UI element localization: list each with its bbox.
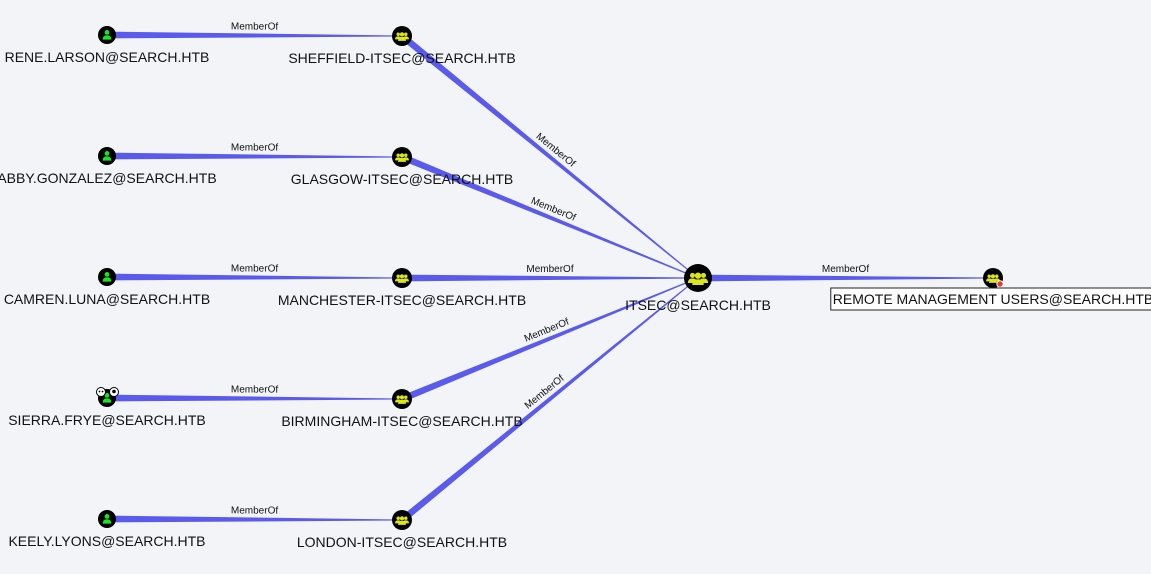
edge-sheffield-itsec-search-htb-to-itsec-search-htb[interactable] [399,33,699,279]
edge-label: MemberOf [231,142,278,153]
edge-rene-larson-search-htb-to-sheffield-itsec-search-htb[interactable] [106,31,403,39]
edge-layer [106,31,993,523]
node-label: ITSEC@SEARCH.HTB [625,297,771,313]
node-label: RENE.LARSON@SEARCH.HTB [5,49,210,65]
node-label: ABBY.GONZALEZ@SEARCH.HTB [0,170,217,186]
selected-label-box [830,287,1151,311]
edge-keely-lyons-search-htb-to-london-itsec-search-htb[interactable] [106,515,403,523]
node-label: LONDON-ITSEC@SEARCH.HTB [297,534,507,550]
edge-label: MemberOf [231,263,278,274]
edge-label: MemberOf [231,21,278,32]
edge-label: MemberOf [822,264,869,275]
user-node-rene-larson-search-htb[interactable] [98,26,116,44]
group-node-sheffield-itsec-search-htb[interactable] [392,26,412,46]
node-label: SHEFFIELD-ITSEC@SEARCH.HTB [288,50,515,66]
node-layer [96,26,1004,530]
group-node-birmingham-itsec-search-htb[interactable] [392,389,412,409]
node-label: MANCHESTER-ITSEC@SEARCH.HTB [278,292,526,308]
edge-glasgow-itsec-search-htb-to-itsec-search-htb[interactable] [400,153,699,279]
user-node-keely-lyons-search-htb[interactable] [98,510,116,528]
node-label: CAMREN.LUNA@SEARCH.HTB [4,291,210,307]
marker-pin-icon [109,387,119,397]
edge-label: MemberOf [526,264,573,275]
edge-manchester-itsec-search-htb-to-itsec-search-htb[interactable] [402,274,698,282]
edge-label: MemberOf [231,505,278,516]
owned-skull-icon [96,387,106,397]
group-node-london-itsec-search-htb[interactable] [392,510,412,530]
edge-sierra-frye-search-htb-to-birmingham-itsec-search-htb[interactable] [106,394,403,402]
edge-label: MemberOf [231,384,278,395]
edge-label-layer: MemberOfMemberOfMemberOfMemberOfMemberOf… [231,21,869,516]
user-node-abby-gonzalez-search-htb[interactable] [98,147,116,165]
high-value-target-icon [996,280,1004,288]
edge-london-itsec-search-htb-to-itsec-search-htb[interactable] [399,277,699,523]
edge-birmingham-itsec-search-htb-to-itsec-search-htb[interactable] [400,277,699,403]
group-node-remote-management-users-search-htb[interactable] [983,268,1004,288]
node-label: SIERRA.FRYE@SEARCH.HTB [8,412,206,428]
edge-itsec-search-htb-to-remote-management-users-search-htb[interactable] [698,274,993,282]
user-node-camren-luna-search-htb[interactable] [98,268,116,286]
node-label: KEELY.LYONS@SEARCH.HTB [8,533,205,549]
group-node-manchester-itsec-search-htb[interactable] [392,268,412,288]
edge-camren-luna-search-htb-to-manchester-itsec-search-htb[interactable] [106,273,403,281]
group-node-itsec-search-htb[interactable] [684,264,712,292]
edge-abby-gonzalez-search-htb-to-glasgow-itsec-search-htb[interactable] [106,152,403,160]
node-label: REMOTE MANAGEMENT USERS@SEARCH.HTB [833,291,1151,307]
node-label: GLASGOW-ITSEC@SEARCH.HTB [291,171,513,187]
group-node-glasgow-itsec-search-htb[interactable] [392,147,412,167]
user-node-sierra-frye-search-htb[interactable] [96,387,119,408]
node-label: BIRMINGHAM-ITSEC@SEARCH.HTB [281,413,522,429]
node-label-layer: RENE.LARSON@SEARCH.HTB ABBY.GONZALEZ@SEAR… [0,49,1151,550]
